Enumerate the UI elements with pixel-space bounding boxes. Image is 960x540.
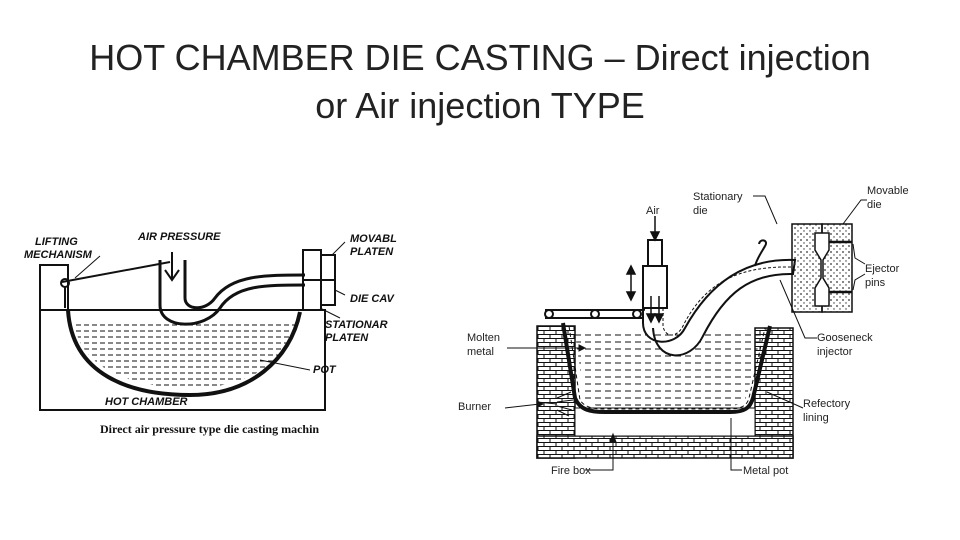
slide-title: HOT CHAMBER DIE CASTING – Direct injecti… [0,34,960,130]
label-ejector: Ejector [865,263,900,275]
label-molten: Molten [467,332,500,344]
label-stationary: STATIONAR [325,319,388,331]
refractory-lining [568,325,766,410]
molten-metal-right [575,334,761,406]
right-leaders [504,195,867,471]
title-line-2: or Air injection TYPE [315,85,645,126]
left-leaders [74,241,346,371]
label-burner: Burner [458,401,491,413]
label-platen-movable: PLATEN [350,246,394,258]
lifting-mechanism [60,261,171,308]
label-platen-stationary: PLATEN [325,332,369,344]
label-metal-pot: Metal pot [743,465,788,477]
label-stationary-die: die [693,205,708,217]
label-hot-chamber: HOT CHAMBER [105,396,188,408]
gooseneck-inner [662,266,794,336]
title-line-1: HOT CHAMBER DIE CASTING – Direct injecti… [89,37,871,78]
label-air: Air [646,205,660,217]
label-pins: pins [865,277,886,289]
left-caption: Direct air pressure type die casting mac… [100,422,319,436]
label-stationary: Stationary [693,191,743,203]
air-pressure-arrow [164,252,180,282]
furnace-brickwork [536,325,794,459]
label-gooseneck: Gooseneck [817,332,873,344]
label-movable: MOVABL [350,233,397,245]
gooseneck-hook [754,239,767,267]
label-injector: injector [817,346,853,358]
label-metal: metal [467,346,494,358]
die-cavity [814,232,830,307]
label-fire-box: Fire box [551,465,591,477]
label-movable: Movable [867,185,909,197]
label-movable-die: die [867,199,882,211]
label-lining: lining [803,412,829,424]
molten-metal-left [74,322,296,388]
hot-chamber-housing [39,264,326,411]
label-die-cavity: DIE CAV [350,293,395,305]
metal-pot [561,322,772,414]
direct-air-pressure-diagram: LIFTING MECHANISM AIR PRESSURE MOVABL PL… [24,231,397,436]
gooseneck-left [158,260,306,326]
lever-linkage [544,309,645,319]
air-arrows [625,216,665,324]
right-labels: Air Stationary die Movable die Ejector p… [458,185,909,477]
label-refectory: Refectory [803,398,851,410]
ejector-pins [829,240,852,294]
platens [302,249,336,311]
label-air-pressure: AIR PRESSURE [137,231,221,243]
plunger-cylinder [642,239,668,309]
label-lifting: LIFTING [35,236,78,248]
label-pot: POT [313,364,337,376]
left-labels: LIFTING MECHANISM AIR PRESSURE MOVABL PL… [24,231,397,436]
label-mechanism: MECHANISM [24,249,93,261]
pot-shell [66,309,302,398]
gooseneck-die-casting-diagram: Air Stationary die Movable die Ejector p… [458,185,909,477]
